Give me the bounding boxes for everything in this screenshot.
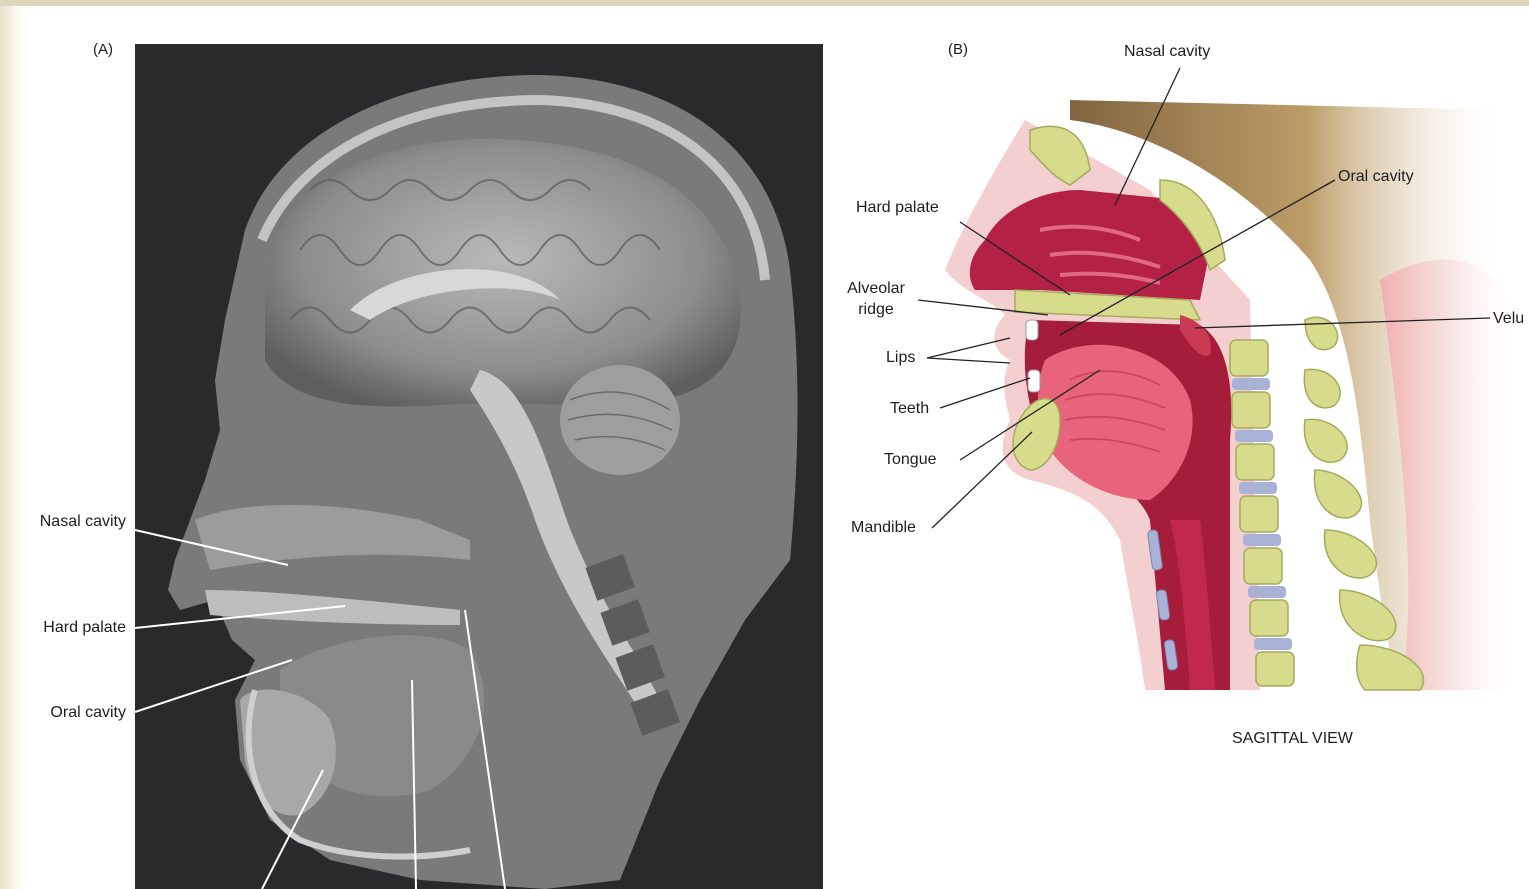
label-b-hard-palate: Hard palate	[856, 198, 939, 218]
panel-a-letter: (A)	[93, 40, 113, 60]
label-b-teeth: Teeth	[890, 399, 929, 419]
label-a-nasal-cavity: Nasal cavity	[10, 512, 126, 532]
label-b-oral-cavity: Oral cavity	[1338, 167, 1414, 187]
label-a-oral-cavity: Oral cavity	[10, 703, 126, 723]
panel-b-illustration	[945, 100, 1510, 690]
label-b-alveolar-ridge-line1: Alveolar	[836, 279, 916, 299]
label-b-velum: Velu	[1493, 309, 1524, 329]
label-b-lips: Lips	[886, 348, 915, 368]
label-b-alveolar-ridge-line2: ridge	[836, 300, 916, 320]
caption-sagittal-view: SAGITTAL VIEW	[1232, 729, 1353, 749]
panel-b-letter: (B)	[948, 40, 968, 60]
panel-a-photo	[135, 44, 823, 889]
label-b-nasal-cavity: Nasal cavity	[1124, 42, 1210, 62]
label-b-mandible: Mandible	[851, 518, 916, 538]
label-b-tongue: Tongue	[884, 450, 937, 470]
label-a-hard-palate: Hard palate	[10, 618, 126, 638]
